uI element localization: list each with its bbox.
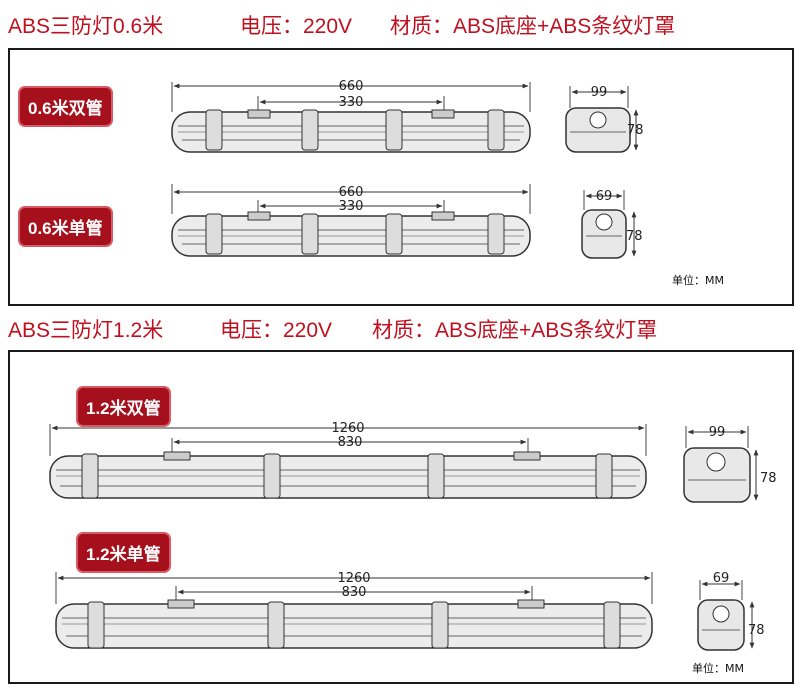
fixture-drawing-0-6-double: 660 330 — [171, 79, 531, 153]
cross-section-0-6-single: 69 78 — [581, 189, 643, 259]
section-2-material: 材质：ABS底座+ABS条纹灯罩 — [372, 319, 658, 342]
total-length-label: 1260 — [337, 571, 370, 586]
total-length-label: 660 — [339, 185, 364, 200]
variant-label-badge: 0.6米单管 — [20, 208, 111, 245]
fixture-drawing-0-6-single: 660 330 — [171, 184, 531, 257]
cross-section-1-2-single: 69 78 — [697, 571, 765, 651]
variant-label-badge: 1.2米双管 — [78, 388, 169, 425]
section-1-material: 材质：ABS底座+ABS条纹灯罩 — [390, 15, 676, 38]
section-1-voltage: 电压：220V — [240, 15, 353, 38]
unit-label: 单位：MM — [692, 662, 744, 675]
section-2-voltage: 电压：220V — [220, 319, 333, 342]
mount-spacing-label: 830 — [338, 435, 363, 450]
width-label: 69 — [596, 189, 613, 204]
section-1-title: ABS三防灯0.6米 — [8, 15, 164, 38]
height-label: 78 — [760, 471, 777, 486]
mount-spacing-label: 830 — [342, 585, 367, 600]
unit-label: 单位：MM — [672, 274, 724, 287]
cross-section-1-2-double: 99 78 — [683, 425, 777, 503]
cross-section-0-6-double: 99 78 — [565, 85, 644, 153]
height-label: 78 — [626, 229, 643, 244]
section-1-panel — [8, 48, 794, 306]
height-label: 78 — [748, 623, 765, 638]
fixture-drawing-1-2-double: 1260 830 — [49, 421, 647, 499]
fixture-drawing-1-2-single: 1260 830 — [55, 571, 653, 649]
mount-spacing-label: 330 — [339, 95, 364, 110]
width-label: 99 — [591, 85, 608, 100]
mount-spacing-label: 330 — [339, 199, 364, 214]
variant-label-badge: 0.6米双管 — [20, 88, 111, 125]
total-length-label: 1260 — [331, 421, 364, 436]
variant-label-badge: 1.2米单管 — [78, 534, 169, 571]
width-label: 99 — [709, 425, 726, 440]
section-2-title: ABS三防灯1.2米 — [8, 319, 164, 342]
height-label: 78 — [627, 123, 644, 138]
width-label: 69 — [713, 571, 730, 586]
total-length-label: 660 — [339, 79, 364, 94]
